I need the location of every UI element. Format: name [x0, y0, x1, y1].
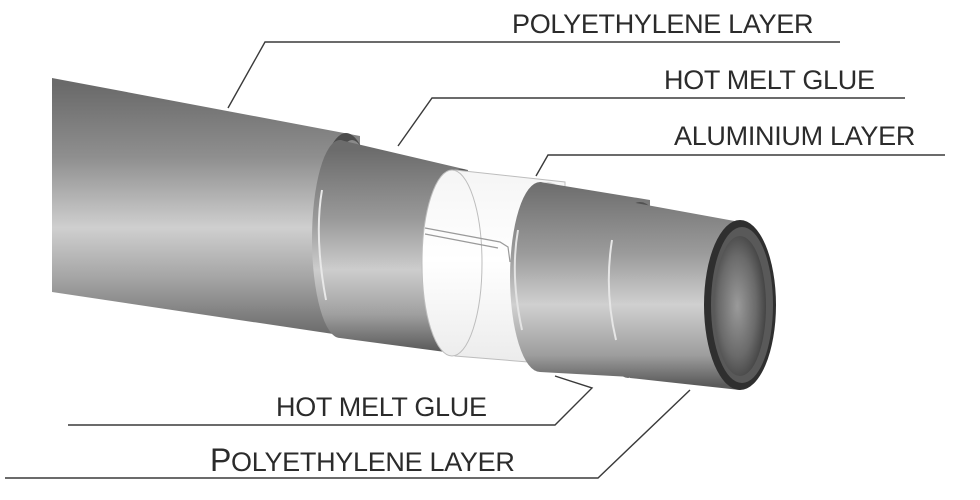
label-inner-hot-melt-glue: HOT MELT GLUE	[276, 392, 487, 422]
label-inner-polyethylene-initial: P	[210, 442, 231, 478]
label-outer-polyethylene: POLYETHYLENE LAYER	[512, 9, 813, 39]
label-aluminium-layer: ALUMINIUM LAYER	[674, 121, 915, 151]
label-inner-polyethylene-rest: OLYETHYLENE LAYER	[231, 447, 515, 477]
inner-polyethylene-layer	[600, 202, 776, 390]
label-inner-polyethylene: POLYETHYLENE LAYER	[210, 442, 515, 478]
label-outer-hot-melt-glue: HOT MELT GLUE	[664, 65, 875, 95]
leader-lines	[5, 41, 945, 479]
